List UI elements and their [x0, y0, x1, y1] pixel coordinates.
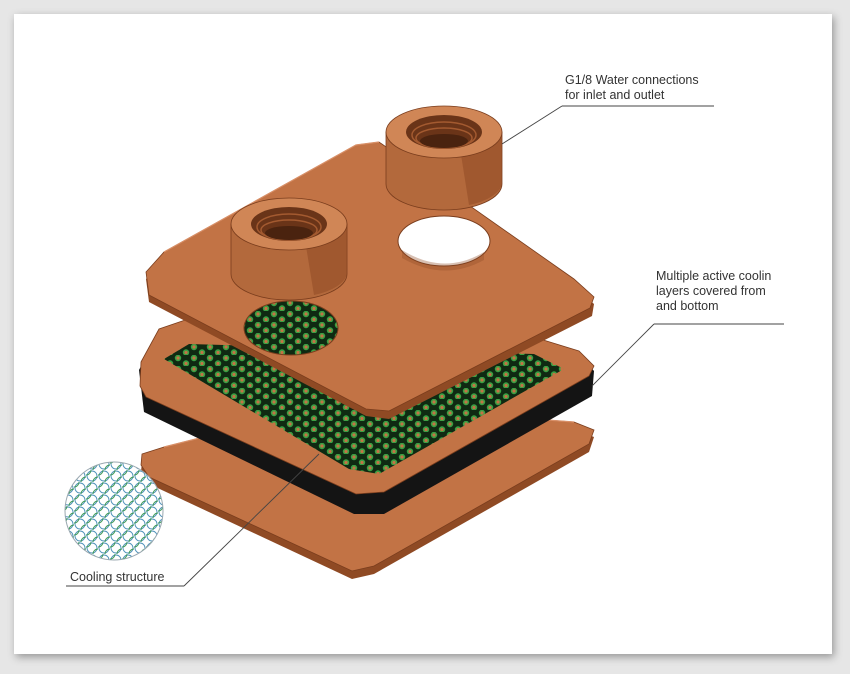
outlet-fitting [385, 105, 503, 211]
water-connections-line-2: for inlet and outlet [565, 88, 665, 102]
layers-line-3: and bottom [656, 299, 719, 313]
water-connections-line-1: G1/8 Water connections [565, 73, 699, 87]
leader-lines [66, 105, 784, 587]
active-cooling-layers-label: Multiple active coolin layers covered fr… [656, 269, 771, 314]
layers-line-2: layers covered from [656, 284, 766, 298]
exploded-cold-plate-diagram [64, 105, 784, 587]
inlet-fitting [230, 197, 348, 301]
diagram-frame: G1/8 Water connections for inlet and out… [14, 14, 832, 654]
cooling-structure-magnifier [64, 461, 164, 561]
layers-line-1: Multiple active coolin [656, 269, 772, 283]
cooling-structure-label: Cooling structure [70, 570, 165, 584]
water-connections-label: G1/8 Water connections for inlet and out… [565, 73, 699, 103]
